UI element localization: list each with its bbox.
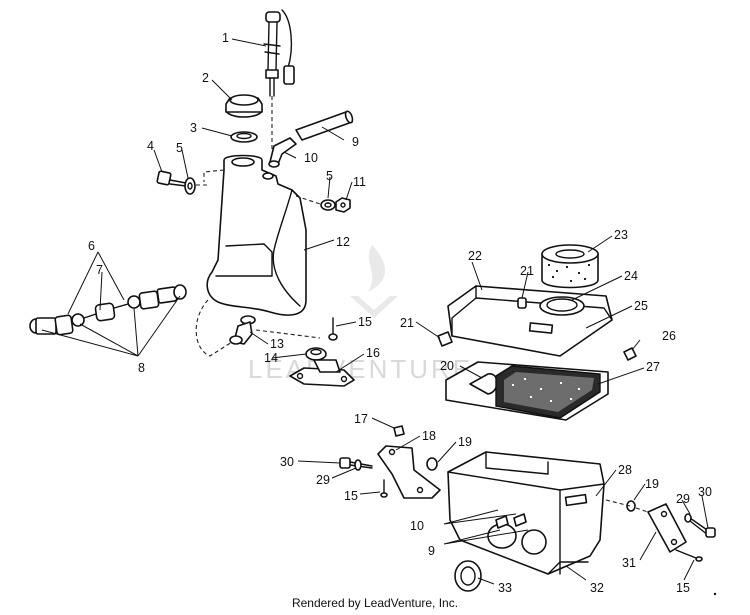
callout-5-left: 5 xyxy=(176,141,183,155)
part-clip-upper xyxy=(517,297,527,309)
callout-4: 4 xyxy=(147,139,154,153)
part-fuel-cap xyxy=(225,94,263,118)
callout-30-left: 30 xyxy=(280,455,294,469)
callout-17: 17 xyxy=(354,412,368,426)
callout-31: 31 xyxy=(622,556,636,570)
callout-6: 6 xyxy=(88,239,95,253)
part-washer-left xyxy=(184,177,196,195)
part-foam-ring xyxy=(541,244,599,289)
callout-9-lower: 9 xyxy=(428,544,435,558)
callout-16: 16 xyxy=(366,346,380,360)
part-intake-boot xyxy=(454,560,482,592)
callout-15-middle: 15 xyxy=(344,489,358,503)
part-fuel-outlet-fitting xyxy=(229,321,253,345)
callout-7: 7 xyxy=(96,263,103,277)
part-drain-fittings xyxy=(495,513,527,529)
part-grommet xyxy=(305,347,327,361)
callout-20: 20 xyxy=(440,359,454,373)
part-clip-left xyxy=(437,331,453,347)
callout-28: 28 xyxy=(618,463,632,477)
callout-33: 33 xyxy=(498,581,512,595)
part-air-element xyxy=(546,298,578,312)
part-pin xyxy=(393,425,405,437)
callout-2: 2 xyxy=(202,71,209,85)
callout-1: 1 xyxy=(222,31,229,45)
part-cap-gasket xyxy=(230,131,258,143)
callout-29-right: 29 xyxy=(676,492,690,506)
callout-3: 3 xyxy=(190,121,197,135)
part-screw-middle xyxy=(380,479,388,498)
callout-9-upper: 9 xyxy=(352,135,359,149)
callout-15-upper: 15 xyxy=(358,315,372,329)
watermark-text: LEADVENTURE xyxy=(248,354,473,384)
part-screw-lower xyxy=(675,549,703,562)
callout-12: 12 xyxy=(336,235,350,249)
part-bolt-left xyxy=(339,457,373,471)
callout-21-left: 21 xyxy=(400,316,414,330)
part-bolt xyxy=(156,170,187,187)
leadventure-flame-logo-icon xyxy=(350,245,398,318)
part-side-plate xyxy=(647,503,687,553)
callout-30-right: 30 xyxy=(698,485,712,499)
callout-13: 13 xyxy=(270,337,284,351)
callout-25: 25 xyxy=(634,299,648,313)
callout-8: 8 xyxy=(138,361,145,375)
part-elbow-fitting xyxy=(268,137,297,168)
part-fuel-tank xyxy=(206,154,307,325)
callout-29-left: 29 xyxy=(316,473,330,487)
stray-dot xyxy=(713,592,717,596)
callout-10-upper: 10 xyxy=(304,151,318,165)
callout-labels: 1 2 3 4 5 5 6 7 8 9 10 11 12 13 14 15 16… xyxy=(88,31,712,595)
part-airbox-bracket xyxy=(377,445,441,499)
part-screw-upper xyxy=(328,317,338,341)
part-airbox xyxy=(447,451,605,575)
leader-lines xyxy=(41,38,709,585)
callout-19-left: 19 xyxy=(458,435,472,449)
part-grommet-side xyxy=(626,500,636,512)
part-vent-hose xyxy=(295,110,354,141)
callout-15-lower: 15 xyxy=(676,581,690,595)
callout-11: 11 xyxy=(353,175,366,189)
part-fuel-gauge xyxy=(263,9,295,97)
part-small-fitting xyxy=(623,347,637,361)
part-grommet-bracket xyxy=(426,457,438,471)
callout-26: 26 xyxy=(662,329,676,343)
callout-32: 32 xyxy=(590,581,604,595)
part-airbox-cover xyxy=(447,285,613,357)
callout-24: 24 xyxy=(624,269,638,283)
callout-18: 18 xyxy=(422,429,436,443)
callout-22: 22 xyxy=(468,249,482,263)
part-fuel-line-assembly xyxy=(29,284,187,336)
part-foam-filter xyxy=(495,365,601,419)
rendered-by-credit: Rendered by LeadVenture, Inc. xyxy=(291,596,459,610)
callout-19-right: 19 xyxy=(645,477,659,491)
part-tank-bracket xyxy=(289,359,355,387)
callout-10-lower: 10 xyxy=(410,519,424,533)
callout-21-upper: 21 xyxy=(520,264,534,278)
part-washer-right xyxy=(320,199,336,211)
callout-14: 14 xyxy=(264,351,278,365)
callout-5-right: 5 xyxy=(326,169,333,183)
part-nut xyxy=(335,197,351,213)
watermark: LEADVENTURE xyxy=(248,245,473,384)
part-bolt-right xyxy=(684,513,716,538)
callout-27: 27 xyxy=(646,360,660,374)
callout-23: 23 xyxy=(614,228,628,242)
